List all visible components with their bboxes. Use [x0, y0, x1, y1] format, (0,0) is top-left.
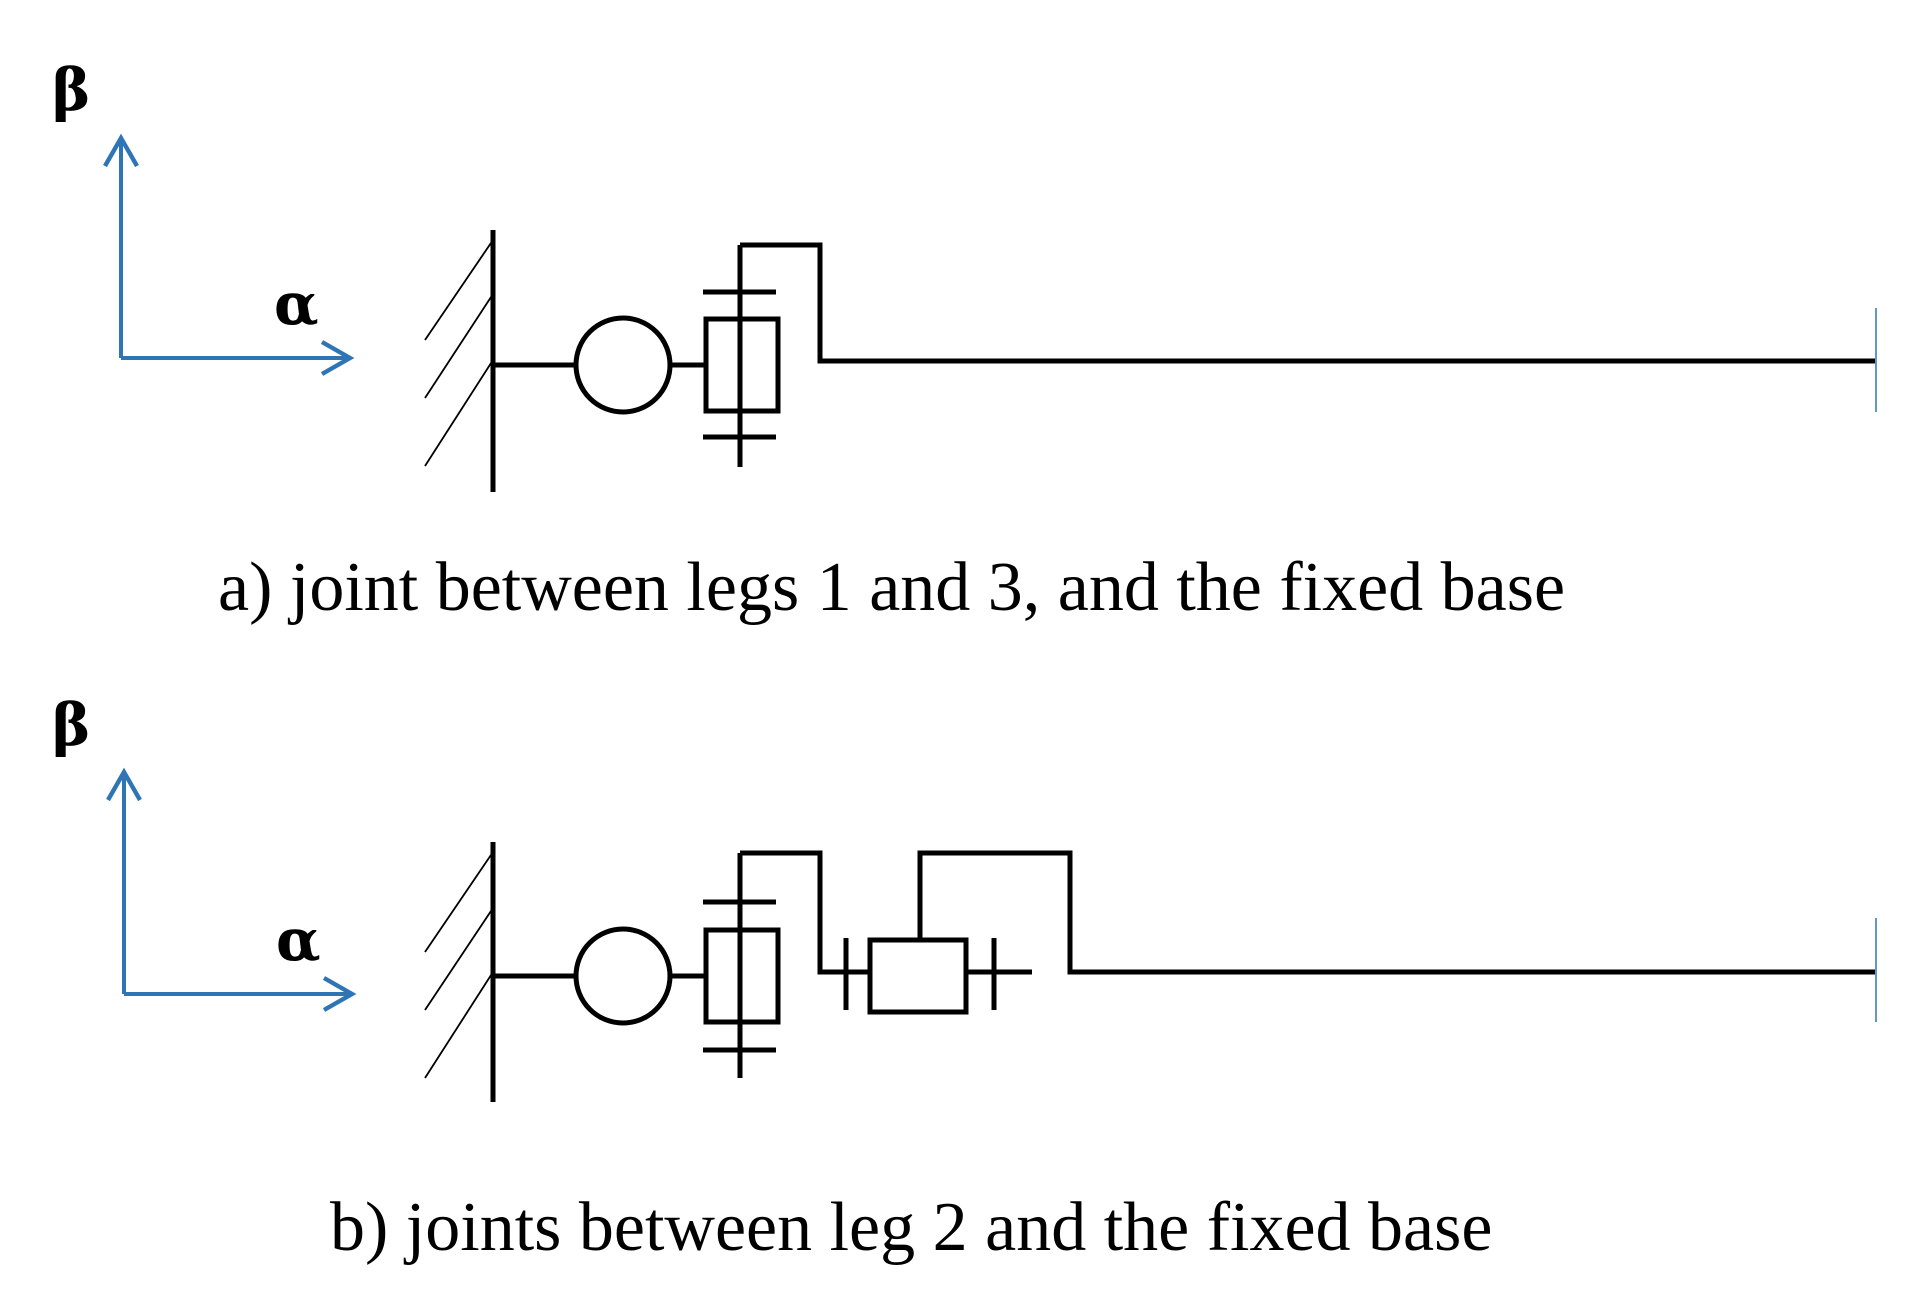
beta-label: β: [52, 691, 91, 759]
panel-b: β α: [52, 691, 1877, 1266]
prismatic-joint-b1: [703, 853, 781, 1078]
slider-block: [867, 937, 969, 1015]
spherical-joint: [573, 315, 673, 415]
hatch-line: [424, 293, 494, 399]
hatch-line: [424, 907, 494, 1011]
caption-b: b) joints between leg 2 and the fixed ba…: [330, 1189, 1492, 1266]
coordinate-axes-b: β α: [52, 691, 357, 1012]
alpha-label: α: [276, 906, 321, 974]
fixed-base-a: [424, 230, 496, 492]
leg-link-b: [917, 850, 1875, 975]
intermediate-link: [740, 850, 870, 975]
hatch-line: [424, 239, 494, 341]
hatch-line: [424, 971, 494, 1079]
fixed-base-b: [424, 842, 496, 1102]
panel-a: β α a) joint between legs 1 and 3, and t…: [52, 56, 1877, 626]
alpha-label: α: [274, 270, 319, 338]
beta-label: β: [52, 56, 91, 124]
leg-link-a: [740, 242, 1875, 364]
prismatic-joint-a: [703, 245, 781, 467]
hatch-line: [424, 851, 494, 953]
hatch-line: [424, 359, 494, 467]
prismatic-joint-b2: [843, 937, 1032, 1015]
caption-a: a) joint between legs 1 and 3, and the f…: [218, 549, 1565, 626]
spherical-joint: [573, 926, 673, 1026]
coordinate-axes-a: β α: [52, 56, 355, 376]
